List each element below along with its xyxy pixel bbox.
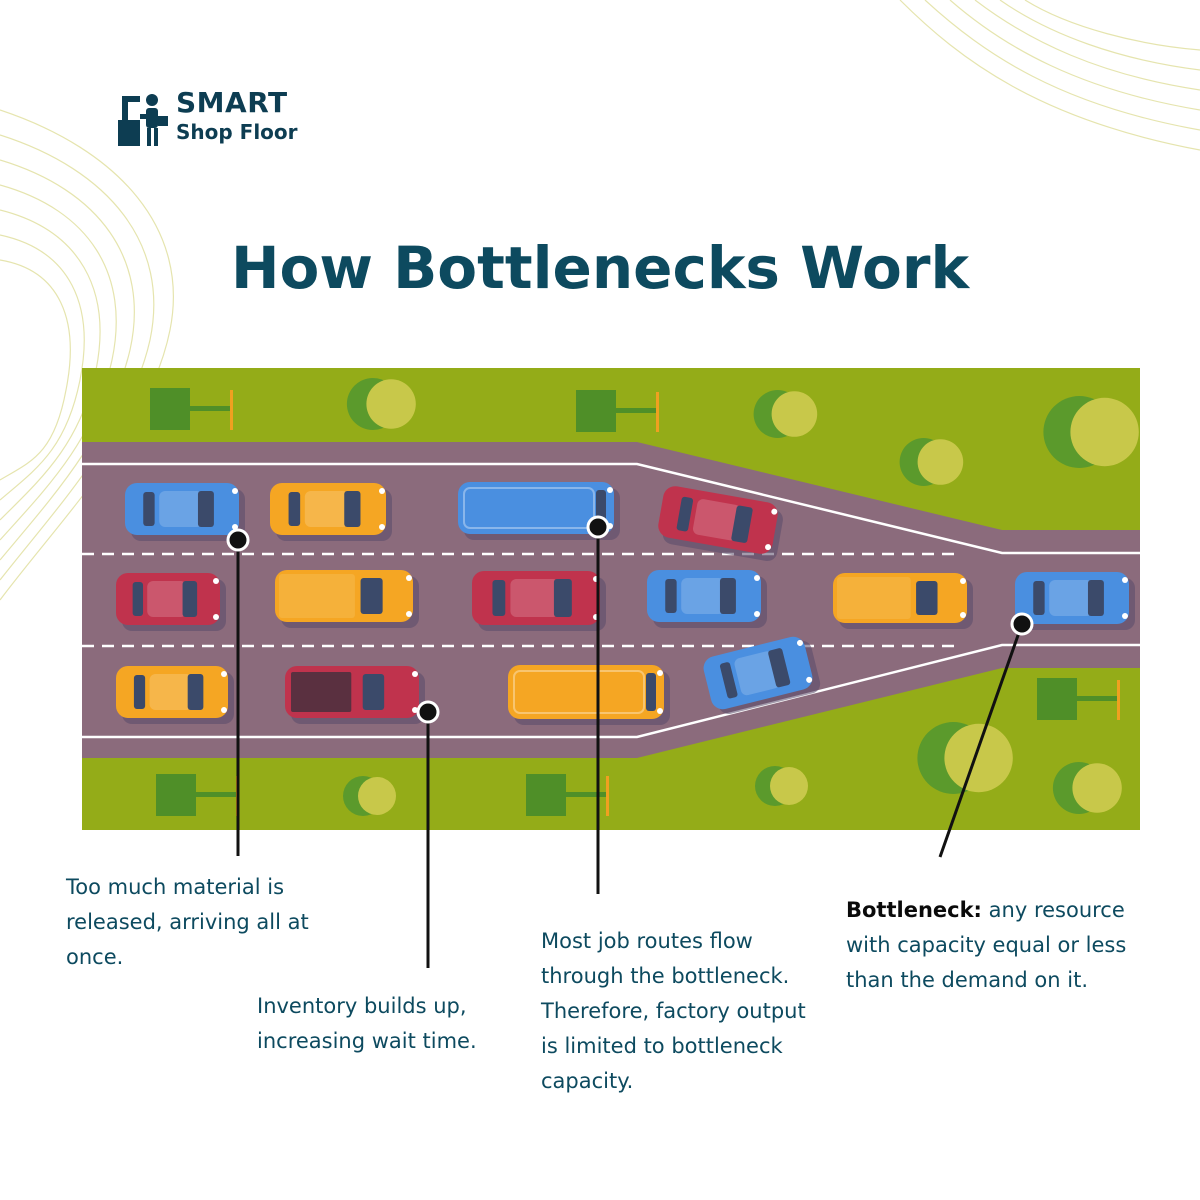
car <box>1015 572 1135 630</box>
car <box>647 570 767 628</box>
pointer-job-routes <box>586 515 610 894</box>
car <box>458 482 620 540</box>
car <box>472 571 606 631</box>
bottleneck-term: Bottleneck: <box>846 898 982 922</box>
page-title: How Bottlenecks Work <box>230 234 970 302</box>
car <box>125 483 245 541</box>
car <box>270 483 392 541</box>
roadside-sign <box>150 388 233 430</box>
car <box>285 666 425 724</box>
pointer-material-released <box>226 528 250 856</box>
tree-bush <box>753 390 818 438</box>
car <box>703 636 821 715</box>
callout-bottleneck-definition: Bottleneck: any resource with capacity e… <box>846 893 1136 998</box>
callout-material-released: Too much material is released, arriving … <box>66 875 309 969</box>
pointer-inventory-builds <box>416 700 440 968</box>
pointer-bottleneck <box>938 612 1034 858</box>
callout-job-routes: Most job routes flow through the bottlen… <box>541 929 806 1093</box>
vehicles <box>116 482 1135 725</box>
tree-bush <box>899 438 964 486</box>
factory-worker-icon <box>118 94 168 146</box>
car <box>275 570 419 628</box>
roadside-sign <box>1037 678 1120 720</box>
callout-inventory-builds: Inventory builds up, increasing wait tim… <box>257 994 477 1053</box>
roadside-trees-and-signs <box>150 378 1139 816</box>
tree-bush <box>346 378 416 430</box>
logo-text-smart: SMART <box>176 86 288 119</box>
brand-logo: SMART Shop Floor <box>118 88 318 152</box>
roadside-sign <box>576 390 659 432</box>
tree-bush <box>1043 396 1139 468</box>
lane-dividers <box>82 552 962 648</box>
car <box>833 573 973 629</box>
car <box>658 486 783 562</box>
car <box>508 665 670 725</box>
car <box>116 666 234 724</box>
tree-bush <box>1052 762 1122 814</box>
logo-text-shop-floor: Shop Floor <box>176 120 298 144</box>
tree-bush <box>917 722 1013 794</box>
road-edge-lines <box>82 462 1140 739</box>
bottleneck-definition-text: any resource with capacity equal or less… <box>846 898 1127 992</box>
car <box>116 573 226 631</box>
tree-bush <box>755 766 808 806</box>
roadside-sign <box>526 774 609 816</box>
bottleneck-road-illustration <box>82 368 1140 830</box>
tree-bush <box>343 776 396 816</box>
